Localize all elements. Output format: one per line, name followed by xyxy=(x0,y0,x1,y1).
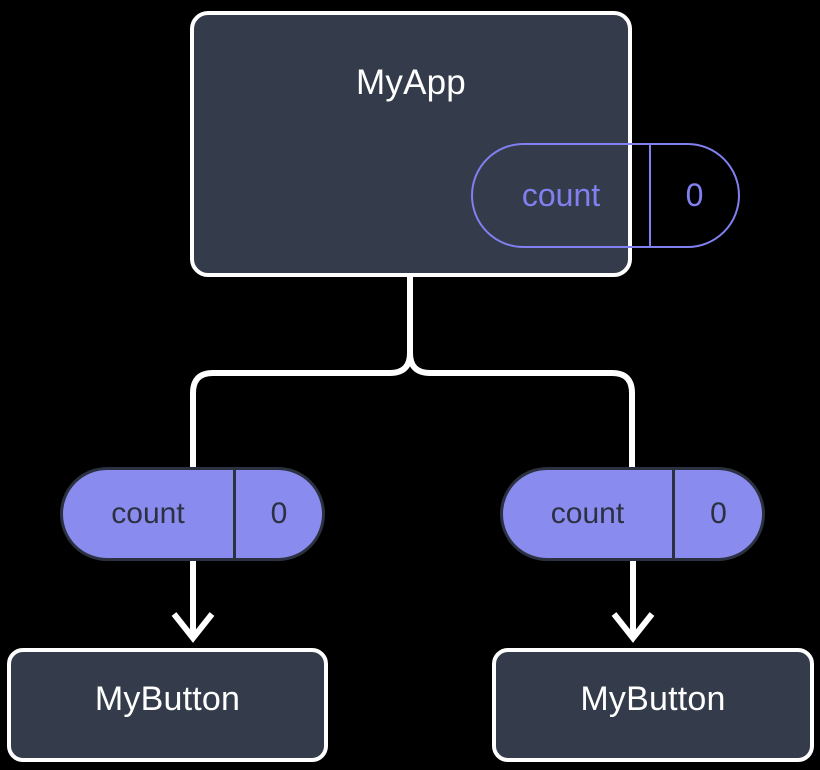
arrow-head-left xyxy=(171,612,215,643)
prop-pill-value: 0 xyxy=(672,470,762,558)
prop-pill-value: 0 xyxy=(233,470,322,558)
prop-pill-key: count xyxy=(550,497,625,530)
state-pill-myapp[interactable]: count 0 xyxy=(471,143,740,248)
state-pill-key: count xyxy=(521,177,601,213)
component-title-mybutton: MyButton xyxy=(94,680,241,718)
component-box-mybutton-right[interactable]: MyButton xyxy=(492,648,814,762)
component-title-myapp: MyApp xyxy=(356,63,466,102)
connector-split-path-right xyxy=(407,274,635,473)
state-pill-value: 0 xyxy=(649,145,738,246)
prop-pill-left[interactable]: count 0 xyxy=(60,467,325,561)
component-box-mybutton-left[interactable]: MyButton xyxy=(7,648,328,762)
connector-split-path xyxy=(190,274,413,473)
prop-pill-key: count xyxy=(111,497,185,530)
component-box-myapp[interactable]: MyApp count 0 xyxy=(190,11,740,277)
prop-pill-right[interactable]: count 0 xyxy=(500,467,765,561)
component-title-mybutton: MyButton xyxy=(580,680,726,718)
arrow-head-right xyxy=(611,612,655,643)
